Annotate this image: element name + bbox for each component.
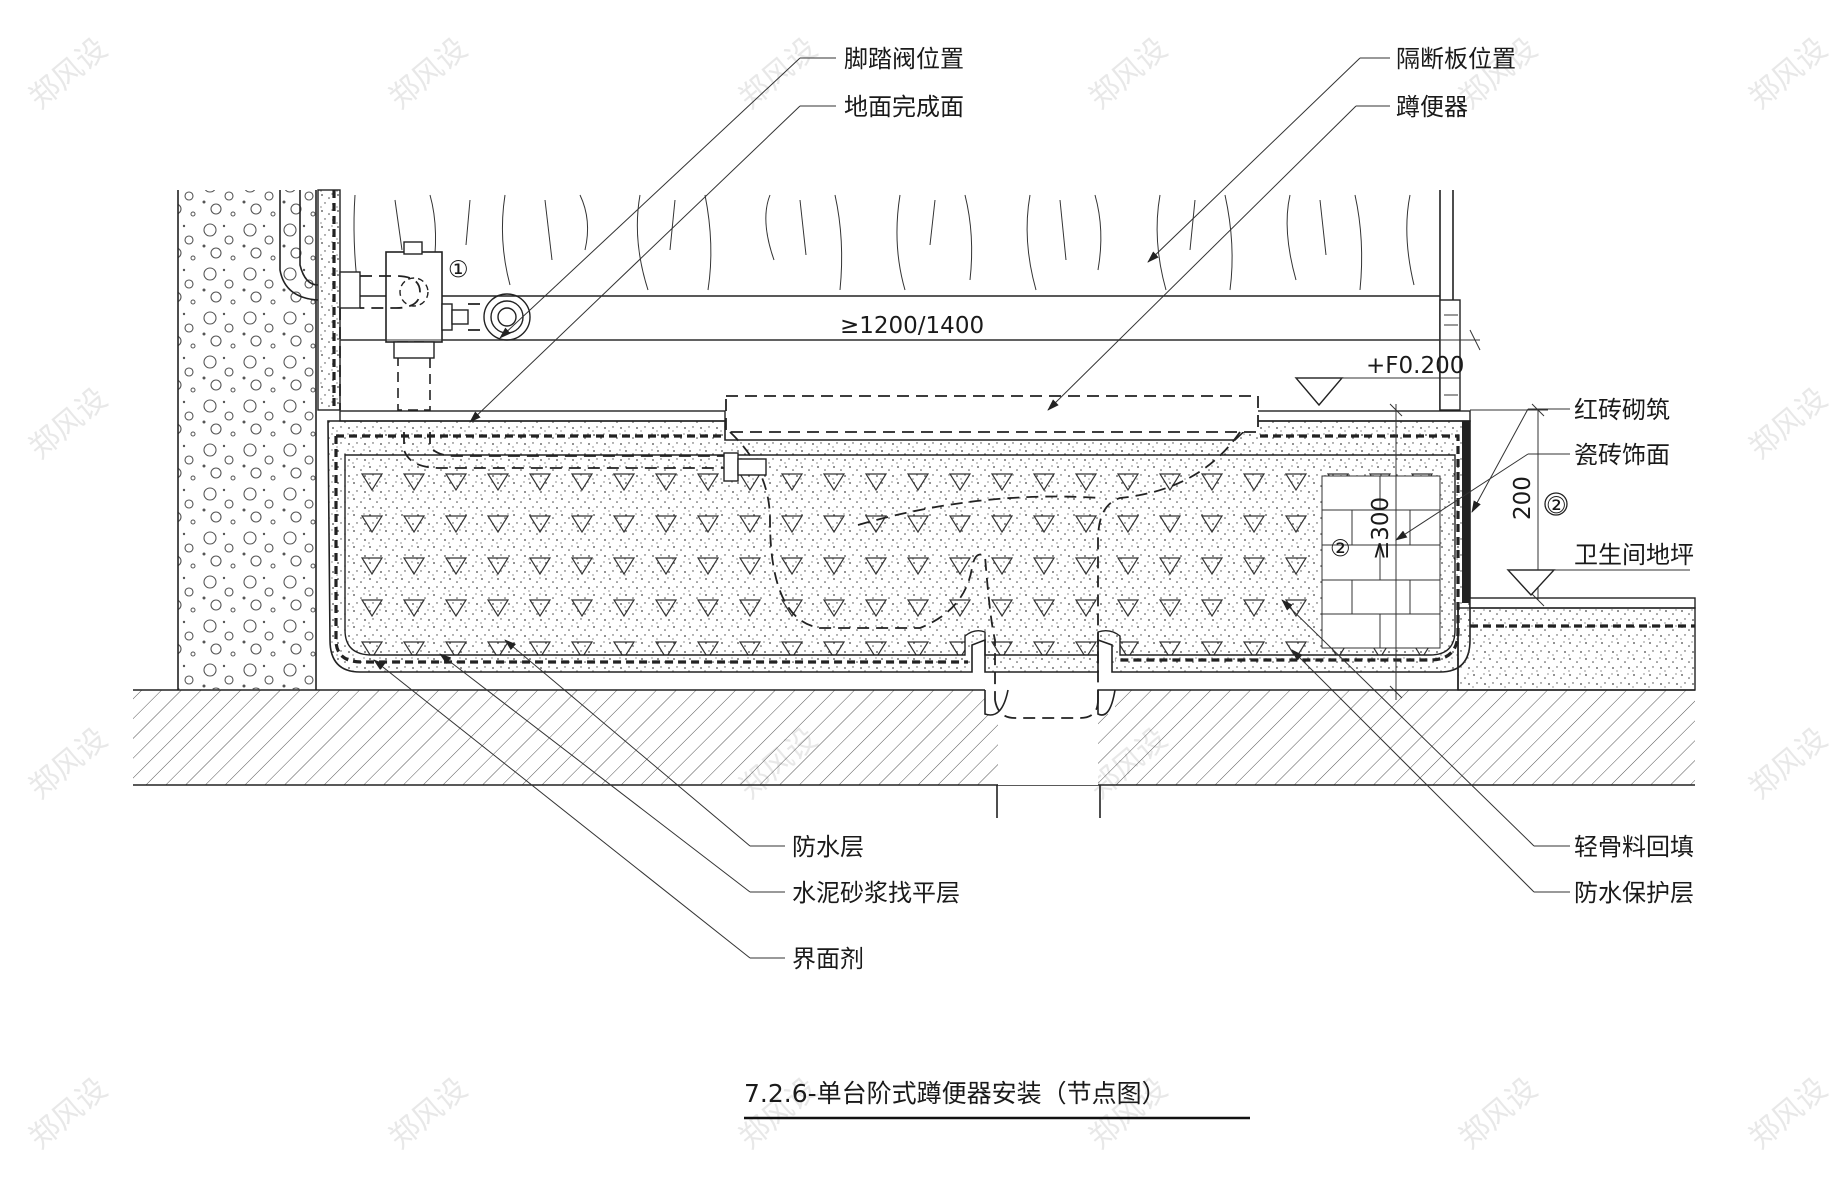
left-wall — [177, 189, 341, 690]
svg-text:郑风设: 郑风设 — [383, 1071, 474, 1156]
platform-body — [327, 410, 1471, 673]
floor-marker — [1506, 569, 1690, 597]
svg-text:郑风设: 郑风设 — [383, 31, 474, 116]
label-squat-toilet: 蹲便器 — [1396, 93, 1468, 121]
svg-text:郑风设: 郑风设 — [23, 1071, 114, 1156]
marker-2-left: ② — [1330, 536, 1351, 562]
svg-text:郑风设: 郑风设 — [1743, 1071, 1834, 1156]
dimension-200: 200 ② — [1470, 403, 1568, 607]
svg-text:郑风设: 郑风设 — [733, 31, 824, 116]
label-interface-agent: 界面剂 — [792, 945, 864, 973]
label-red-brick: 红砖砌筑 — [1574, 396, 1670, 424]
callout-labels: 脚踏阀位置 地面完成面 隔断板位置 蹲便器 红砖砌筑 瓷砖饰面 卫生间地坪 防水… — [792, 45, 1694, 973]
label-tile-finish: 瓷砖饰面 — [1574, 441, 1670, 469]
elevation-marker: +F0.200 — [1294, 353, 1464, 700]
drawing-title: 7.2.6-单台阶式蹲便器安装（节点图） — [744, 1079, 1250, 1120]
marker-2-right: ② — [1546, 493, 1567, 519]
structural-slab — [133, 689, 1695, 818]
dimension-300: ≥300 ② — [1330, 497, 1394, 562]
toilet-bowl — [403, 395, 1259, 719]
label-foot-valve: 脚踏阀位置 — [844, 45, 964, 73]
svg-text:郑风设: 郑风设 — [23, 721, 114, 806]
label-lightweight-fill: 轻骨料回填 — [1574, 833, 1694, 861]
marker-1-text: ① — [448, 257, 469, 283]
svg-text:郑风设: 郑风设 — [1743, 31, 1834, 116]
dimension-length-text: ≥1200/1400 — [840, 313, 984, 339]
label-cement-mortar: 水泥砂浆找平层 — [792, 879, 960, 907]
label-partition: 隔断板位置 — [1396, 45, 1516, 73]
svg-text:郑风设: 郑风设 — [23, 31, 114, 116]
svg-text:郑风设: 郑风设 — [23, 381, 114, 466]
elevation-text: +F0.200 — [1366, 353, 1464, 379]
dimension-length: ≥1200/1400 — [340, 313, 1481, 351]
foot-valve — [279, 190, 531, 411]
dimension-300-text: ≥300 — [1368, 497, 1394, 560]
leader-lines — [373, 57, 1570, 959]
svg-text:郑风设: 郑风设 — [1453, 1071, 1544, 1156]
label-waterproof-protection: 防水保护层 — [1574, 879, 1694, 907]
bathroom-floor — [1457, 597, 1696, 691]
dimension-200-text: 200 — [1510, 476, 1536, 520]
label-floor-finish: 地面完成面 — [844, 93, 964, 121]
svg-text:郑风设: 郑风设 — [1743, 721, 1834, 806]
title-text: 7.2.6-单台阶式蹲便器安装（节点图） — [744, 1079, 1167, 1108]
svg-text:郑风设: 郑风设 — [1083, 31, 1174, 116]
svg-text:郑风设: 郑风设 — [1743, 381, 1834, 466]
label-waterproof-layer: 防水层 — [792, 833, 864, 861]
label-bathroom-floor: 卫生间地坪 — [1574, 541, 1694, 569]
marker-1: ① — [448, 257, 469, 283]
